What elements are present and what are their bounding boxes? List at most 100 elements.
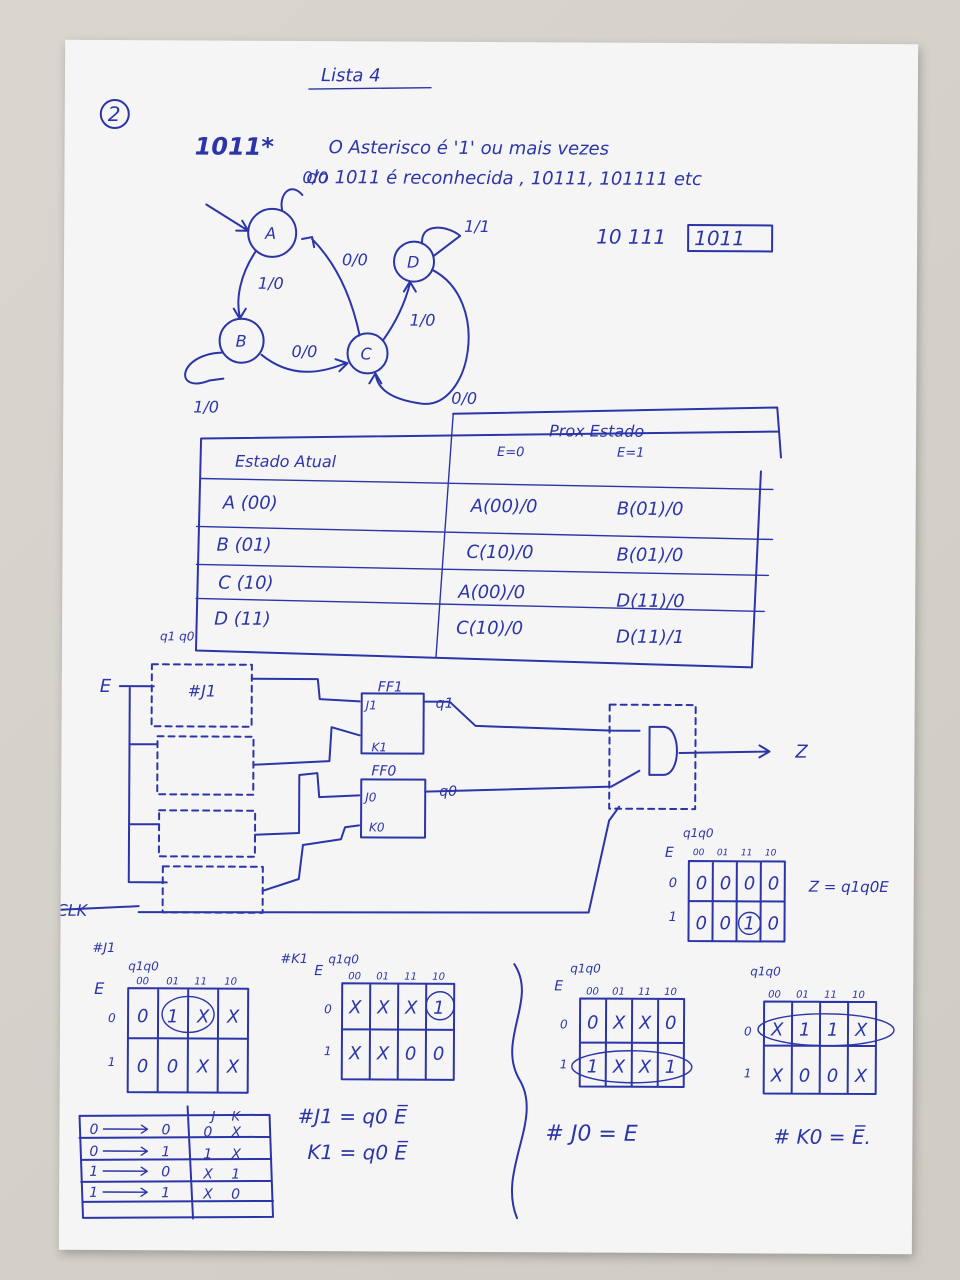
note-line-1: O Asterisco é '1' ou mais vezes [329,137,610,159]
excitation-k: X [230,1147,241,1163]
exercise-number: 2 [108,102,121,126]
kmap-j0-col-var: q1q0 [570,961,601,975]
kmap-k0-cell: 1 [827,1020,839,1041]
kmap-j1-cell: X [226,1057,240,1078]
kmap-z-group [737,911,762,936]
state-table-lines [195,413,774,659]
kmap-k0-cell: 0 [799,1066,811,1087]
kmap-z-col-2: 11 [741,848,753,858]
kmap-z-row-var: E [665,845,674,861]
state-diagram: A B C D 0/0 1/0 1/0 0/0 0/0 [184,168,490,417]
excitation-from: 1 [89,1164,98,1180]
note-line-2: do 1011 é reconhecida , 10111, 101111 et… [306,167,702,190]
kmap-z-grid [687,860,786,943]
kmap-j1-row-1: 1 [108,1055,116,1069]
state-d-label: D [407,253,419,272]
b-to-c-arrow [260,353,349,373]
kmap-z-cell: 0 [767,913,779,934]
a-self-loop [280,188,304,212]
kmap-k0-row-0: 0 [744,1024,752,1038]
kmap-k1-cell: X [348,1043,362,1064]
kmap-k0-col-2: 11 [824,990,837,1001]
kmap-j1-group [161,995,215,1034]
kmap-k0-group [757,1013,895,1047]
kmap-k1-tag: #K1 [280,952,308,967]
c-to-a-arrow [301,236,361,337]
excitation-j: X [202,1167,213,1183]
kmap-k1-row-1: 1 [324,1044,332,1058]
row-b-current: B (01) [216,535,271,556]
state-table-outline [194,406,782,669]
kmap-j0-col-2: 11 [638,987,651,998]
excitation-from: 1 [89,1185,98,1201]
state-b-label: B [236,332,247,351]
kmap-z-cell: 0 [695,913,707,934]
header-e0: E=0 [497,445,524,460]
kmap-z-col-1: 01 [717,848,729,858]
header-current-state: Estado Atual [235,452,337,472]
circuit-top-inputs: q1 q0 [160,629,195,643]
and-gate [648,725,678,776]
logic-block-j0 [157,809,257,858]
kmap-j0-cell: X [612,1013,626,1034]
kmap-j1: #J1 q1q0 E 00 01 11 10 0 1 0 1 X X 0 0 X… [92,941,250,1094]
flip-flop-0 [360,778,427,839]
output-block [608,703,697,811]
kmap-k0-cell: 1 [799,1020,811,1041]
excitation-j: 1 [203,1147,212,1163]
handwritten-drawing: Lista 4 2 1011* O Asterisco é '1' ou mai… [58,65,895,1220]
kmap-k0-col-var: q1q0 [750,964,781,978]
excitation-header-k: K [231,1110,241,1125]
logic-block-k0 [161,865,264,914]
kmap-k1-col-1: 01 [376,971,389,982]
start-arrow [205,203,250,232]
kmap-z: q1q0 E 00 01 11 10 0 1 0 0 0 0 0 0 1 0 Z… [665,826,890,943]
kmap-j0-row-var: E [554,978,563,994]
a-self-label: 0/0 [302,168,328,187]
kmap-z-col-0: 00 [693,848,705,858]
d-to-c-arrow [368,268,470,405]
example-prefix: 10 111 [596,225,666,249]
kmap-j0-cell: X [638,1013,652,1034]
excitation-k: X [230,1125,241,1141]
example-box [687,224,774,253]
excitation-to: 1 [161,1185,170,1201]
state-d-circle [393,240,436,283]
kmap-z-equation: Z = q1q0E [808,878,890,896]
kmap-j0-col-1: 01 [612,987,625,998]
kmap-j1-cell: X [226,1007,240,1028]
kmap-k1-row-var: E [314,963,323,979]
kmap-k1-cell: X [376,997,390,1018]
kmap-k0-col-0: 00 [768,989,781,1000]
state-c-circle [346,332,389,375]
kmap-k1-cell: 1 [433,998,445,1019]
output-arrow [678,744,771,759]
kmap-j1-tag: #J1 [92,941,115,956]
kmap-k0-cell: X [770,1065,784,1086]
section-divider [511,963,528,1220]
paper-sheet: Lista 4 2 1011* O Asterisco é '1' ou mai… [58,39,919,1255]
kmap-j0-cell: X [638,1057,652,1078]
equation-j0: # J0 = E [545,1121,637,1146]
kmap-z-cell: 0 [696,873,708,894]
ff0-j-label: J0 [363,790,377,804]
header-next-state: Prox Estado [549,421,644,440]
kmap-k0-row-1: 1 [744,1066,752,1080]
example-boxed: 1011 [694,226,745,250]
kmap-j0-cell: X [612,1057,626,1078]
kmap-k1-cell: 0 [405,1044,417,1065]
row-a-e0: A(00)/0 [470,496,538,517]
flip-flop-1 [360,692,425,755]
state-a-label: A [264,224,276,243]
kmap-k1-row-0: 0 [324,1002,332,1016]
kmap-k1-col-0: 00 [348,971,361,982]
kmap-j1-col-var: q1q0 [128,959,159,973]
kmap-j1-cell: 0 [137,1056,149,1077]
kmap-j0-cell: 1 [665,1057,677,1078]
kmap-j0-cell: 1 [587,1057,599,1078]
kmap-j0-group [571,1050,693,1084]
d-self-label: 1/1 [464,217,490,236]
excitation-from: 0 [89,1122,98,1138]
excitation-k: 1 [231,1167,240,1183]
row-a-current: A (00) [222,493,278,514]
